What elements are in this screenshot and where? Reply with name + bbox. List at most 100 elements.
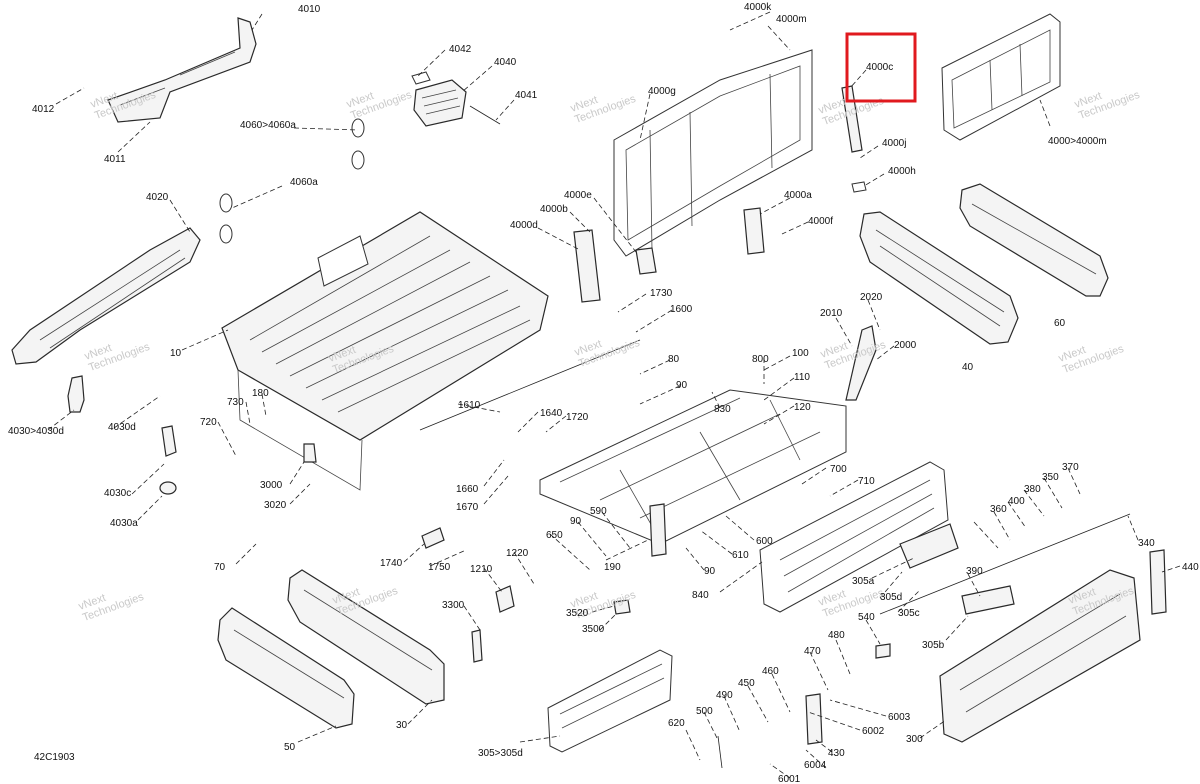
callout-label[interactable]: 2010 — [820, 308, 843, 319]
callout-label[interactable]: 800 — [752, 354, 769, 365]
callout-label[interactable]: 500 — [696, 706, 713, 717]
callout-label[interactable]: 6004 — [804, 760, 827, 771]
callout-label[interactable]: 10 — [170, 348, 182, 359]
callout-label[interactable]: 480 — [828, 630, 845, 641]
callout-label[interactable]: 4000c — [866, 62, 893, 73]
callout-label[interactable]: 120 — [794, 402, 811, 413]
callout-label[interactable]: 3500 — [582, 624, 605, 635]
callout-label[interactable]: 710 — [858, 476, 875, 487]
callout-label[interactable]: 4030d — [108, 422, 136, 433]
callout-label[interactable]: 610 — [732, 550, 749, 561]
callout-label[interactable]: 1750 — [428, 562, 451, 573]
callout-label[interactable]: 190 — [604, 562, 621, 573]
callout-label[interactable]: 4000f — [808, 216, 833, 227]
callout-label[interactable]: 90 — [570, 516, 582, 527]
callout-label[interactable]: 300 — [906, 734, 923, 745]
callout-label[interactable]: 380 — [1024, 484, 1041, 495]
callout-label[interactable]: 700 — [830, 464, 847, 475]
callout-label[interactable]: 4000e — [564, 190, 592, 201]
callout-label[interactable]: 830 — [714, 404, 731, 415]
callout-label[interactable]: 6003 — [888, 712, 911, 723]
callout-label[interactable]: 450 — [738, 678, 755, 689]
callout-label[interactable]: 90 — [704, 566, 716, 577]
callout-label[interactable]: 2000 — [894, 340, 917, 351]
callout-label[interactable]: 305b — [922, 640, 945, 651]
callout-label[interactable]: 4011 — [104, 154, 126, 165]
callout-label[interactable]: 650 — [546, 530, 563, 541]
callout-label[interactable]: 4000d — [510, 220, 538, 231]
part-50-side-rail — [217, 607, 355, 729]
callout-label[interactable]: 4000k — [744, 2, 772, 13]
callout-label[interactable]: 4040 — [494, 57, 517, 68]
callout-label[interactable]: 620 — [668, 718, 685, 729]
callout-label[interactable]: 730 — [227, 397, 244, 408]
callout-label[interactable]: 2020 — [860, 292, 883, 303]
callout-label[interactable]: 305c — [898, 608, 920, 619]
callout-label[interactable]: 1730 — [650, 288, 673, 299]
callout-label[interactable]: 340 — [1138, 538, 1155, 549]
callout-label[interactable]: 70 — [214, 562, 226, 573]
callout-label[interactable]: 4041 — [515, 90, 538, 101]
callout-label[interactable]: 440 — [1182, 562, 1199, 573]
callout-label[interactable]: 470 — [804, 646, 821, 657]
callout-label[interactable]: 1610 — [458, 400, 481, 411]
callout-label[interactable]: 1640 — [540, 408, 563, 419]
callout-label[interactable]: 1670 — [456, 502, 479, 513]
callout-label[interactable]: 1660 — [456, 484, 479, 495]
callout-label[interactable]: 360 — [990, 504, 1007, 515]
callout-label[interactable]: 30 — [396, 720, 408, 731]
callout-label[interactable]: 4042 — [449, 44, 472, 55]
callout-label[interactable]: 1740 — [380, 558, 403, 569]
callout-label[interactable]: 430 — [828, 748, 845, 759]
callout-label[interactable]: 4012 — [32, 104, 55, 115]
callout-label[interactable]: 60 — [1054, 318, 1066, 329]
callout-label[interactable]: 6001 — [778, 774, 801, 784]
callout-label[interactable]: 3300 — [442, 600, 465, 611]
callout-label[interactable]: 720 — [200, 417, 217, 428]
callout-label[interactable]: 4030c — [104, 488, 131, 499]
callout-label[interactable]: 840 — [692, 590, 709, 601]
callout-label[interactable]: 390 — [966, 566, 983, 577]
callout-label[interactable]: 370 — [1062, 462, 1079, 473]
callout-label[interactable]: 4060a — [290, 177, 318, 188]
callout-label[interactable]: 4000m — [776, 14, 807, 25]
callout-label[interactable]: 4000j — [882, 138, 906, 149]
callout-label[interactable]: 4060>4060a — [240, 120, 296, 131]
callout-label[interactable]: 4030>4030d — [8, 426, 64, 437]
part-305b-handle — [961, 585, 1015, 615]
callout-label[interactable]: 80 — [668, 354, 680, 365]
callout-label[interactable]: 4000a — [784, 190, 812, 201]
callout-label[interactable]: 180 — [252, 388, 269, 399]
callout-label[interactable]: 3020 — [264, 500, 287, 511]
callout-label[interactable]: 600 — [756, 536, 773, 547]
callout-label[interactable]: 305a — [852, 576, 875, 587]
callout-label[interactable]: 540 — [858, 612, 875, 623]
callout-label[interactable]: 490 — [716, 690, 733, 701]
callout-label[interactable]: 90 — [676, 380, 688, 391]
callout-label[interactable]: 1220 — [506, 548, 529, 559]
callout-label[interactable]: 350 — [1042, 472, 1059, 483]
callout-label[interactable]: 1210 — [470, 564, 493, 575]
callout-label[interactable]: 40 — [962, 362, 974, 373]
callout-label[interactable]: 305d — [880, 592, 902, 603]
part-4030-hook — [67, 375, 85, 413]
callout-label[interactable]: 1600 — [670, 304, 693, 315]
callout-label[interactable]: 110 — [794, 372, 810, 383]
callout-label[interactable]: 6002 — [862, 726, 885, 737]
callout-label[interactable]: 460 — [762, 666, 779, 677]
callout-label[interactable]: 1720 — [566, 412, 589, 423]
callout-label[interactable]: 4030a — [110, 518, 138, 529]
callout-label[interactable]: 4000b — [540, 204, 568, 215]
callout-label[interactable]: 4020 — [146, 192, 169, 203]
callout-label[interactable]: 50 — [284, 742, 296, 753]
callout-label[interactable]: 4010 — [298, 4, 321, 15]
callout-label[interactable]: 4000g — [648, 86, 676, 97]
callout-label[interactable]: 590 — [590, 506, 607, 517]
callout-label[interactable]: 3520 — [566, 608, 589, 619]
callout-label[interactable]: 400 — [1008, 496, 1025, 507]
callout-label[interactable]: 305>305d — [478, 748, 523, 759]
callout-label[interactable]: 100 — [792, 348, 809, 359]
callout-label[interactable]: 4000h — [888, 166, 916, 177]
callout-label[interactable]: 4000>4000m — [1048, 136, 1107, 147]
callout-label[interactable]: 3000 — [260, 480, 283, 491]
